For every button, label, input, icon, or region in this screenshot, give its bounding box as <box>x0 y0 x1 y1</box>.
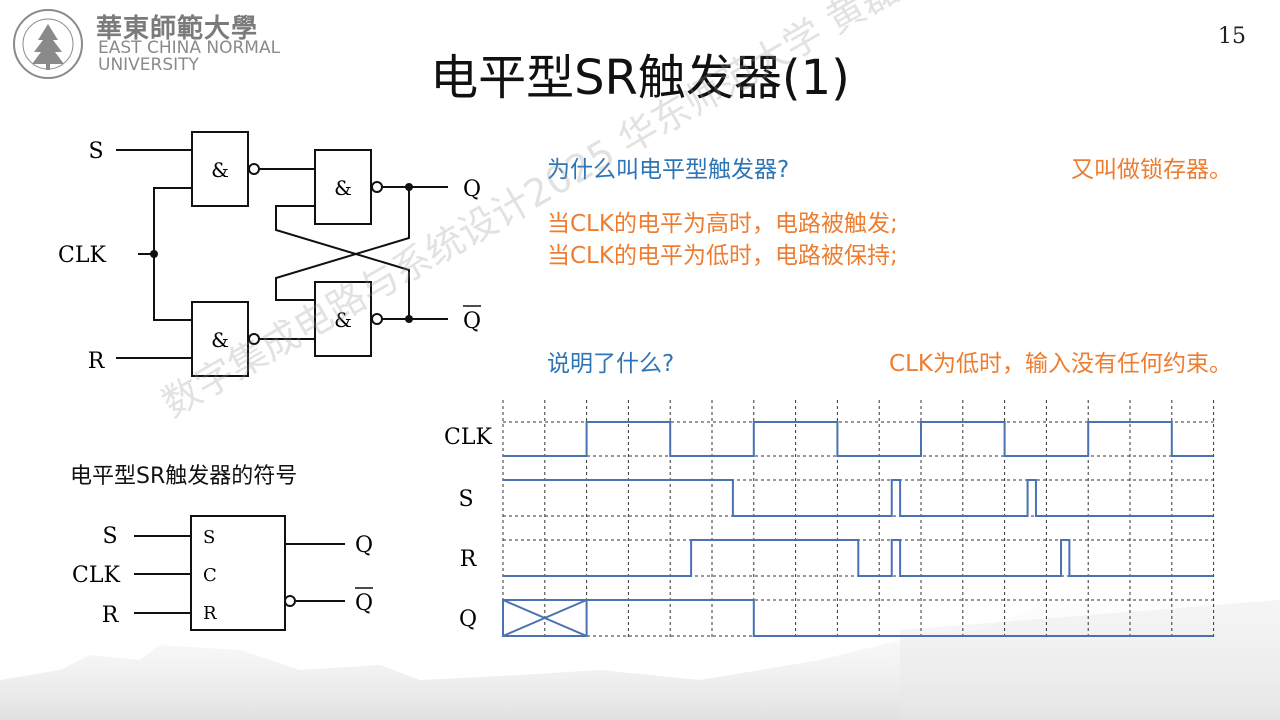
question-what-means: 说明了什么? <box>547 351 675 377</box>
gate-g1-symbol: & <box>211 158 229 182</box>
gate-g2 <box>191 301 249 377</box>
slide-title: 电平型SR触发器(1) <box>430 50 850 106</box>
symbol-ext-r: R <box>102 603 120 628</box>
waveform-s <box>503 479 1214 517</box>
text-clk-low: 当CLK的电平为低时，电路被保持; <box>547 243 898 269</box>
timing-label-s: S <box>458 487 473 512</box>
gate-g1 <box>191 131 249 207</box>
gate-g2-symbol: & <box>211 328 229 352</box>
timing-diagram: CLK S R Q <box>444 400 1215 640</box>
waveform-clk <box>503 421 1214 457</box>
university-seal-icon <box>13 9 83 79</box>
logo-chinese-name: 華東師範大學 <box>96 14 259 44</box>
question-why-level: 为什么叫电平型触发器? <box>547 157 790 183</box>
gate-g3-symbol: & <box>334 176 352 200</box>
symbol-out-qbar: Q <box>355 591 373 616</box>
symbol-out-q: Q <box>355 533 373 558</box>
circuit-input-clk: CLK <box>58 243 106 268</box>
background-campus-silhouette <box>0 570 1280 720</box>
circuit-output-q: Q <box>463 177 481 202</box>
sr-latch-circuit-diagram: & & & & S CLK R Q Q <box>58 131 481 377</box>
symbol-ext-s: S <box>102 524 117 549</box>
circuit-output-qbar: Q <box>463 309 481 334</box>
gate-g3 <box>314 149 372 225</box>
symbol-ext-clk: CLK <box>72 563 120 588</box>
text-clk-high: 当CLK的电平为高时，电路被触发; <box>547 211 898 237</box>
waveform-r <box>503 539 1214 577</box>
page-number: 15 <box>1218 24 1246 49</box>
logo-english-name: EAST CHINA NORMAL UNIVERSITY <box>98 40 280 74</box>
timing-label-q: Q <box>459 607 477 632</box>
timing-grid <box>502 400 1215 640</box>
symbol-pin-r: R <box>203 603 217 624</box>
gate-g4-symbol: & <box>334 308 352 332</box>
circuit-input-r: R <box>88 349 106 374</box>
sr-latch-symbol-diagram: S C R S CLK R Q Q <box>72 515 373 631</box>
answer-latch: 又叫做锁存器。 <box>1071 157 1232 183</box>
symbol-pin-c: C <box>203 565 217 586</box>
waveform-q-unknown <box>502 599 588 637</box>
circuit-input-s: S <box>88 139 103 164</box>
timing-label-clk: CLK <box>444 425 492 450</box>
symbol-pin-s: S <box>203 527 215 548</box>
waveform-q <box>586 599 1214 637</box>
timing-label-r: R <box>460 547 478 572</box>
gate-g4 <box>314 281 372 357</box>
logo-english-line1: EAST CHINA NORMAL <box>98 38 281 58</box>
answer-no-constraint: CLK为低时，输入没有任何约束。 <box>889 351 1232 377</box>
symbol-caption: 电平型SR触发器的符号 <box>70 464 298 489</box>
logo-english-line2: UNIVERSITY <box>98 55 199 75</box>
timing-waveforms <box>502 421 1214 637</box>
